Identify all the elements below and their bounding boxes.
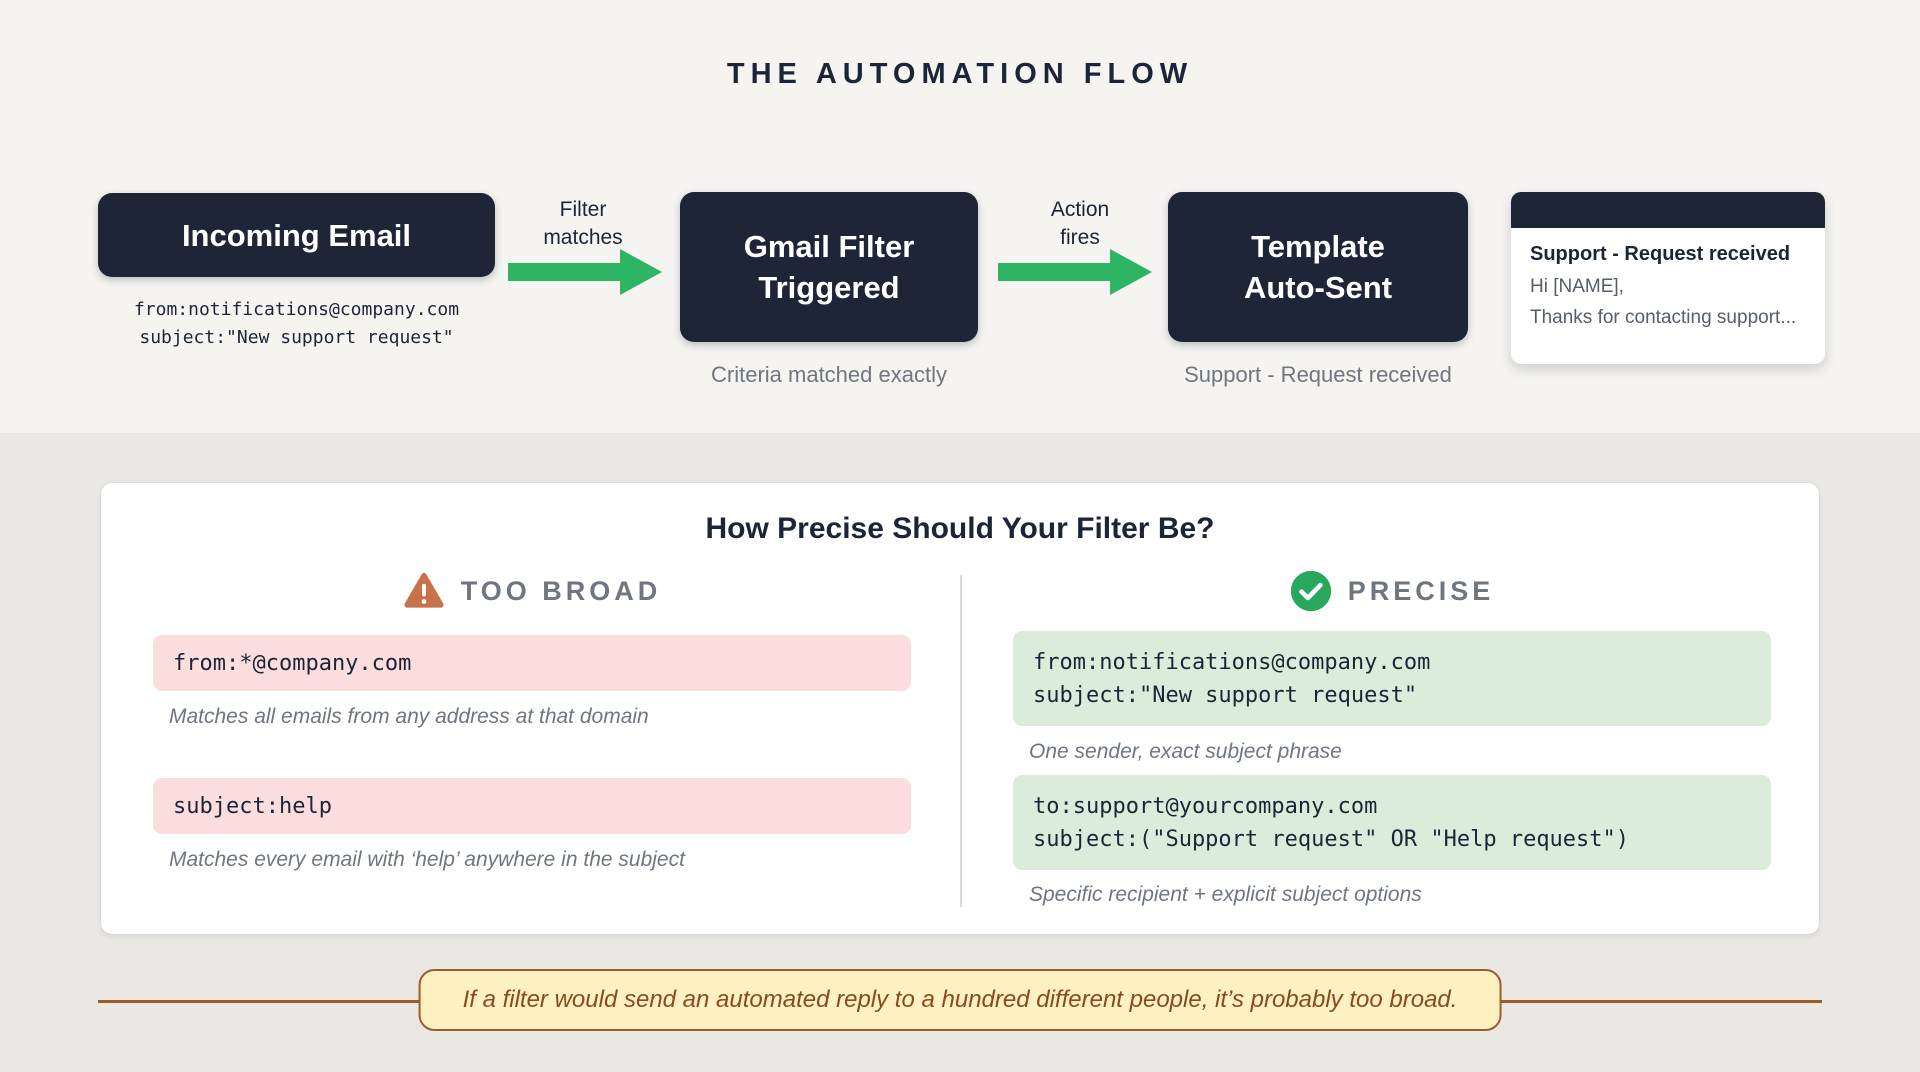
email-card-body: Support - Request received Hi [NAME], Th… [1511, 228, 1825, 329]
flow-arrow-icon [508, 249, 662, 295]
comparison-heading: How Precise Should Your Filter Be? [705, 512, 1215, 545]
warning-triangle-icon [404, 572, 444, 608]
flow-section: THE AUTOMATION FLOW Incoming Email from:… [0, 0, 1920, 433]
flow-node-gmail-filter-triggered: Gmail Filter Triggered [680, 192, 978, 342]
precise-example-code: from:notifications@company.com subject:"… [1013, 631, 1771, 726]
flow-node-template-auto-sent: Template Auto-Sent [1168, 192, 1468, 342]
flow-node-label: Incoming Email [181, 217, 412, 253]
broad-example-code: subject:help [153, 778, 911, 834]
code-text: from:*@company.com [173, 650, 412, 676]
flow-node-label: Template Auto-Sent [1243, 229, 1393, 305]
precise-label: PRECISE [1347, 575, 1495, 606]
flow-node-label: Gmail Filter Triggered [743, 229, 915, 305]
precise-header: PRECISE [1013, 565, 1771, 617]
arrow-label-action-fires: Action fires [1050, 198, 1110, 249]
email-body-snippet: Thanks for contacting support... [1530, 307, 1797, 328]
incoming-email-criteria: from:notifications@company.com subject:"… [133, 299, 460, 348]
broad-example-code: from:*@company.com [153, 635, 911, 691]
email-preview-card: Support - Request received Hi [NAME], Th… [1511, 192, 1825, 364]
advice-note-text: If a filter would send an automated repl… [462, 986, 1458, 1013]
precise-example-caption: One sender, exact subject phrase [1029, 740, 1342, 763]
code-text: to:support@yourcompany.com subject:("Sup… [1033, 793, 1630, 852]
flow-title: THE AUTOMATION FLOW [726, 58, 1194, 90]
gmail-filter-caption: Criteria matched exactly [711, 362, 947, 387]
broad-example-caption: Matches all emails from any address at t… [169, 705, 649, 728]
broad-example-caption: Matches every email with ‘help’ anywhere… [169, 848, 685, 871]
email-subject: Support - Request received [1530, 243, 1791, 265]
code-text: subject:help [173, 793, 332, 819]
flow-arrow-icon [998, 249, 1152, 295]
email-card-header-bar [1511, 192, 1825, 228]
comparison-card: How Precise Should Your Filter Be? TOO B… [100, 482, 1820, 935]
email-greeting: Hi [NAME], [1530, 276, 1624, 297]
too-broad-header: TOO BROAD [153, 565, 911, 617]
column-divider [960, 575, 962, 907]
check-circle-icon [1290, 570, 1331, 612]
template-caption: Support - Request received [1184, 362, 1452, 387]
advice-note: If a filter would send an automated repl… [418, 969, 1502, 1031]
precise-example-code: to:support@yourcompany.com subject:("Sup… [1013, 775, 1771, 870]
too-broad-label: TOO BROAD [460, 575, 662, 606]
arrow-label-filter-matches: Filter matches [543, 198, 623, 249]
comparison-section: How Precise Should Your Filter Be? TOO B… [0, 433, 1920, 1072]
precise-example-caption: Specific recipient + explicit subject op… [1029, 883, 1422, 906]
code-text: from:notifications@company.com subject:"… [1033, 649, 1431, 708]
flow-node-incoming-email: Incoming Email [98, 193, 495, 277]
